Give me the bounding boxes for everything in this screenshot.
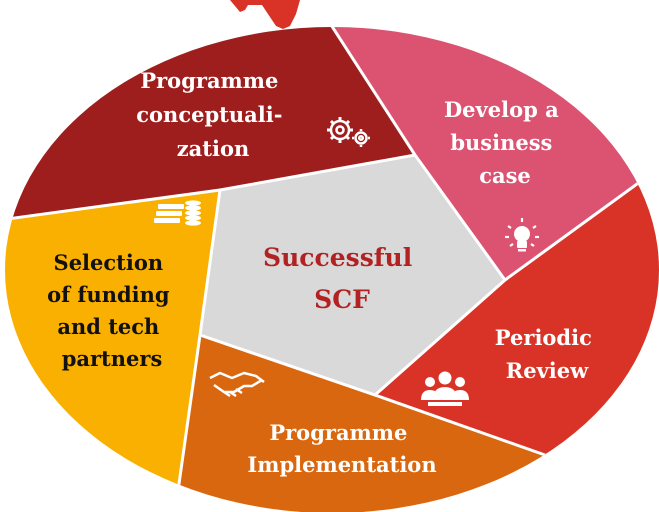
- label-programme-implementation: Programme Implementation: [247, 420, 436, 477]
- money-stack-icon: [154, 200, 201, 226]
- lightbulb-icon: [505, 218, 539, 252]
- center-pentagon: [200, 155, 505, 395]
- gears-icon: [327, 117, 370, 147]
- label-selection-of-funding: Selection of funding and tech partners: [47, 250, 177, 371]
- segment-programme-implementation: [175, 335, 545, 512]
- handshake-icon: [209, 371, 265, 398]
- cutoff-header-fragment: [230, 0, 300, 29]
- team-icon: [421, 371, 469, 406]
- label-programme-conceptualization: Programme conceptuali- zation: [136, 68, 289, 161]
- label-develop-business-case: Develop a business case: [444, 97, 566, 188]
- center-label: Successful SCF: [263, 243, 421, 314]
- label-periodic-review: Periodic Review: [495, 325, 599, 383]
